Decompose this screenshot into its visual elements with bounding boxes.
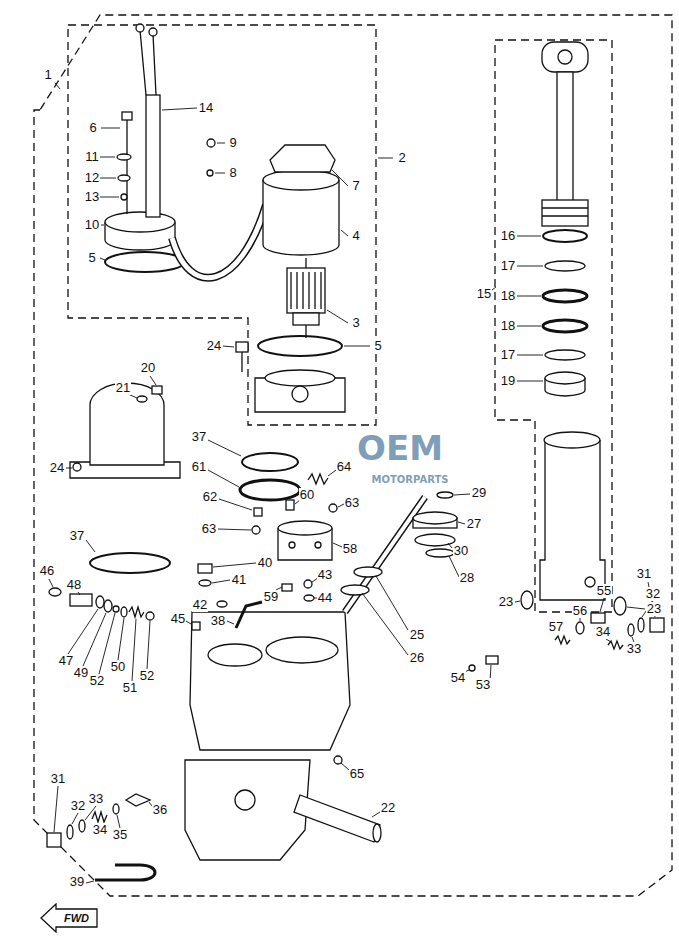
callout-number: 37 bbox=[69, 529, 85, 543]
callout-number: 31 bbox=[50, 772, 66, 786]
callout-number: 35 bbox=[112, 828, 128, 842]
callout-number: 34 bbox=[595, 625, 611, 639]
callout-number: 1 bbox=[43, 68, 52, 82]
callout-number: 4 bbox=[351, 229, 360, 243]
callout-number: 63 bbox=[201, 522, 217, 536]
callout-number: 55 bbox=[596, 584, 612, 598]
callout-number: 9 bbox=[228, 136, 237, 150]
callout-number: 25 bbox=[409, 628, 425, 642]
callout-number: 5 bbox=[87, 251, 96, 265]
callout-number: 24 bbox=[206, 339, 222, 353]
callout-number: 46 bbox=[39, 564, 55, 578]
callout-number: 37 bbox=[191, 430, 207, 444]
callout-number: 64 bbox=[336, 460, 352, 474]
callout-number: 41 bbox=[231, 573, 247, 587]
callout-number: 21 bbox=[115, 381, 131, 395]
callout-number: 20 bbox=[140, 361, 156, 375]
callout-number: 32 bbox=[70, 799, 86, 813]
callout-number: 50 bbox=[110, 660, 126, 674]
arrow-label: FWD bbox=[64, 912, 89, 924]
callout-number: 18 bbox=[500, 289, 516, 303]
callout-number: 30 bbox=[453, 544, 469, 558]
callout-number: 23 bbox=[498, 595, 514, 609]
callout-number: 10 bbox=[84, 218, 100, 232]
callout-number: 32 bbox=[645, 587, 661, 601]
callout-number: 43 bbox=[317, 568, 333, 582]
callout-number: 13 bbox=[84, 190, 100, 204]
callout-number: 52 bbox=[89, 674, 105, 688]
callout-number: 49 bbox=[73, 666, 89, 680]
callout-number: 17 bbox=[500, 259, 516, 273]
arrow-outline bbox=[41, 904, 97, 932]
callout-number: 42 bbox=[192, 598, 208, 612]
callout-number: 45 bbox=[170, 612, 186, 626]
callout-number: 33 bbox=[88, 792, 104, 806]
callout-number: 17 bbox=[500, 348, 516, 362]
watermark-text: MOTORPARTS bbox=[372, 475, 449, 485]
callout-number: 61 bbox=[191, 460, 207, 474]
callout-number: 16 bbox=[500, 229, 516, 243]
callout-number: 51 bbox=[122, 681, 138, 695]
callout-number: 53 bbox=[475, 678, 491, 692]
callout-number: 63 bbox=[344, 496, 360, 510]
callout-number: 57 bbox=[548, 620, 564, 634]
callout-number: 31 bbox=[636, 567, 652, 581]
callout-number: 38 bbox=[210, 614, 226, 628]
watermark-text: OEM bbox=[357, 431, 443, 465]
callout-number: 39 bbox=[69, 875, 85, 889]
callout-number: 28 bbox=[459, 571, 475, 585]
callout-number: 12 bbox=[84, 171, 100, 185]
callout-number: 6 bbox=[88, 121, 97, 135]
callout-number: 14 bbox=[198, 101, 214, 115]
callout-number: 54 bbox=[450, 671, 466, 685]
callout-number: 36 bbox=[152, 803, 168, 817]
callout-number: 48 bbox=[66, 578, 82, 592]
direction-arrow: FWD bbox=[40, 903, 98, 933]
callout-number: 34 bbox=[92, 823, 108, 837]
callout-number: 58 bbox=[342, 542, 358, 556]
callout-number: 62 bbox=[202, 490, 218, 504]
callout-number: 33 bbox=[626, 642, 642, 656]
callout-number: 59 bbox=[263, 590, 279, 604]
callout-number: 26 bbox=[409, 651, 425, 665]
callout-number: 15 bbox=[476, 287, 492, 301]
callout-number: 5 bbox=[373, 339, 382, 353]
callout-number: 60 bbox=[299, 488, 315, 502]
callout-number: 40 bbox=[257, 556, 273, 570]
callout-number: 18 bbox=[500, 319, 516, 333]
callout-number: 22 bbox=[380, 801, 396, 815]
callout-number: 11 bbox=[84, 150, 100, 164]
callout-number: 65 bbox=[349, 767, 365, 781]
callout-number: 24 bbox=[49, 461, 65, 475]
callout-number: 3 bbox=[351, 316, 360, 330]
callout-number: 27 bbox=[466, 517, 482, 531]
callout-number: 19 bbox=[500, 374, 516, 388]
callout-number: 2 bbox=[397, 151, 406, 165]
callout-number: 7 bbox=[351, 179, 360, 193]
callout-number: 56 bbox=[572, 604, 588, 618]
callout-number: 52 bbox=[139, 669, 155, 683]
callout-number: 44 bbox=[317, 591, 333, 605]
callout-number: 29 bbox=[471, 486, 487, 500]
callout-number: 47 bbox=[58, 654, 74, 668]
callout-number: 23 bbox=[646, 602, 662, 616]
callout-number: 8 bbox=[228, 166, 237, 180]
